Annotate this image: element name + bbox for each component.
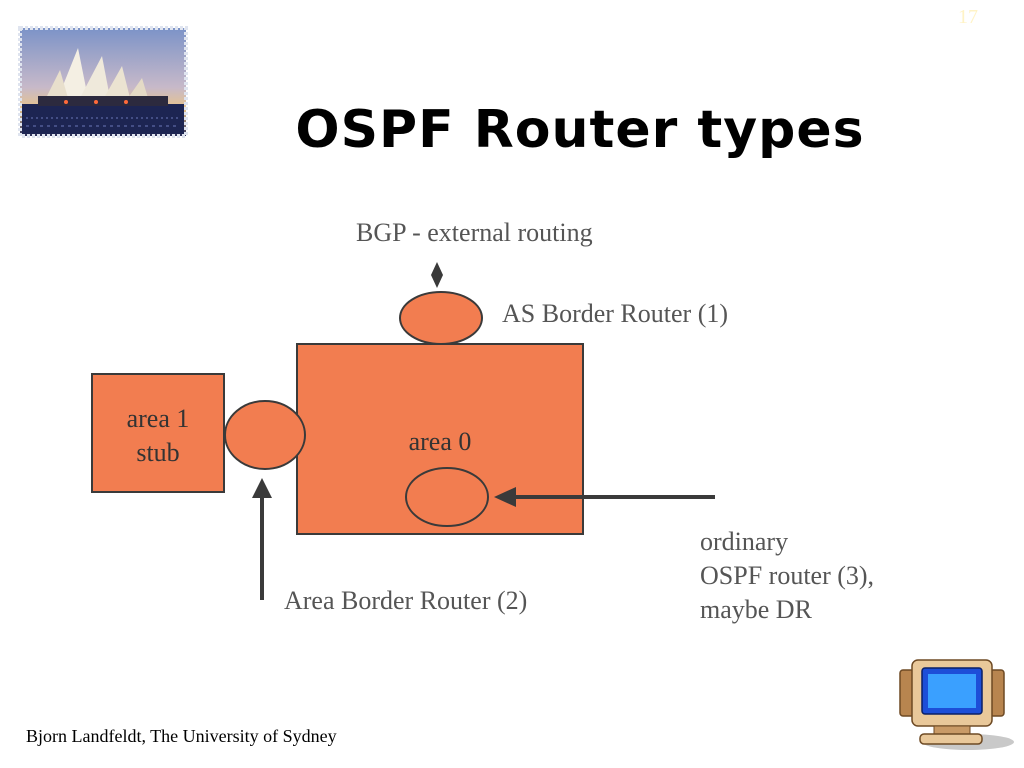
- sydney-opera-house-icon: [18, 26, 188, 138]
- ordinary-label-line2: OSPF router (3),: [700, 561, 875, 590]
- area0-label: area 0: [408, 427, 472, 456]
- abr-arrow-head: [252, 478, 272, 498]
- footer-credit: Bjorn Landfeldt, The University of Sydne…: [26, 726, 337, 746]
- ordinary-router-node: [405, 467, 489, 527]
- area1-label-line2: stub: [136, 438, 180, 467]
- bgp-connector: [431, 262, 443, 288]
- computer-monitor-icon: [899, 659, 1014, 750]
- bgp-label: BGP - external routing: [356, 218, 593, 247]
- as-border-router-node: [399, 291, 483, 345]
- asbr-label: AS Border Router (1): [502, 299, 729, 328]
- ordinary-arrow-head: [494, 487, 516, 507]
- area1-label-line1: area 1: [126, 404, 190, 433]
- page-title: OSPF Router types: [295, 100, 865, 160]
- slide-number: 17: [958, 6, 978, 28]
- abr-label: Area Border Router (2): [284, 586, 528, 615]
- area-border-router-node: [224, 400, 306, 470]
- ordinary-label-line3: maybe DR: [700, 595, 812, 624]
- ordinary-label-line1: ordinary: [700, 527, 789, 556]
- area1-box: [91, 373, 225, 493]
